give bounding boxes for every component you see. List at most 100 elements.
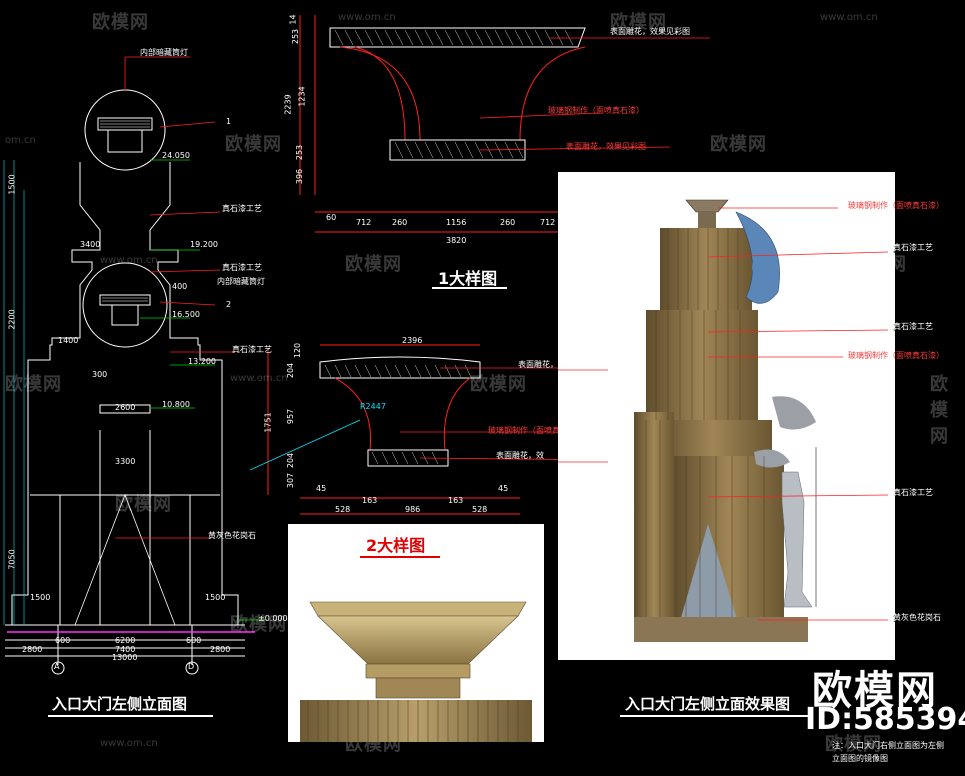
dim-6200: 6200 <box>115 636 136 645</box>
note-line-1: 注：入口大门右侧立面图为左侧 <box>832 741 944 750</box>
r-stone-1: 真石漆工艺 <box>893 245 933 254</box>
gate-render <box>558 199 889 642</box>
d2-h-163a: 163 <box>362 496 378 505</box>
dim-300: 300 <box>92 370 108 379</box>
d1-bottom-carve: 表面雕花，效果见彩图 <box>566 142 646 151</box>
detail1-lines <box>299 15 590 233</box>
detail-2-render-panel: 2大样图 <box>288 524 544 742</box>
capital-render <box>300 601 532 742</box>
d2-top-carve: 表面雕花， <box>518 360 558 369</box>
watermark-brand: 欧模网 <box>930 374 949 447</box>
d2-glass-steel: 玻璃钢制作（面喷真石漆） <box>488 426 584 435</box>
d2-v-204b: 204 <box>286 452 296 469</box>
dim-1500c: 1500 <box>7 174 17 195</box>
dim-7050: 7050 <box>7 549 17 570</box>
r-stone-3: 真石漆工艺 <box>893 488 933 497</box>
watermark-url: www.om.cn <box>100 255 158 266</box>
d1-h-1156: 1156 <box>446 218 467 227</box>
watermark-brand: 欧模网 <box>230 614 287 635</box>
d2-bottom-carve: 表面雕花，效 <box>496 451 544 460</box>
d2-v-307: 307 <box>286 472 296 489</box>
label-elevation-13: 13.200 <box>188 357 216 366</box>
dim-3400: 3400 <box>80 240 101 249</box>
title-detail-2: 2大样图 <box>366 536 426 555</box>
watermark-brand: 欧模网 <box>115 494 172 515</box>
left-guide-lines <box>140 159 265 621</box>
label-elevation-16: 16.500 <box>172 310 200 319</box>
d1-v-253b: 253 <box>295 144 305 161</box>
dim-3300: 3300 <box>115 457 136 466</box>
d1-h-3820: 3820 <box>446 236 467 245</box>
d2-h-528b: 528 <box>472 505 488 514</box>
dim-2600: 2600 <box>115 403 136 412</box>
watermark-url: www.om.cn <box>230 373 288 384</box>
dim-400: 400 <box>172 282 188 291</box>
title-underline <box>432 287 507 289</box>
left-dim-lines <box>3 160 25 625</box>
watermark-brand: 欧模网 <box>92 12 149 33</box>
d2-h-45a: 45 <box>316 484 327 493</box>
tag-1: 1 <box>226 117 232 126</box>
title-render: 入口大门左侧立面效果图 <box>625 695 791 713</box>
watermark-url: om.cn <box>5 135 36 146</box>
brand-id: ID:585394 <box>805 702 965 737</box>
label-inner-lamp-mid: 内部暗藏筒灯 <box>217 277 265 286</box>
watermark-brand: 欧模网 <box>610 12 667 33</box>
d2-h-163b: 163 <box>448 496 464 505</box>
d2-h-528a: 528 <box>335 505 351 514</box>
watermark-url: www.om.cn <box>100 738 158 749</box>
dim-600b: 600 <box>186 636 202 645</box>
watermark-brand: 欧模网 <box>345 254 402 275</box>
d1-h-60: 60 <box>326 213 337 222</box>
watermark-url: www.om.cn <box>820 12 878 23</box>
label-elevation-0: ±0.000 <box>258 614 288 623</box>
detail2-hatch <box>324 364 472 465</box>
dim-2200: 2200 <box>7 309 17 330</box>
d2-v-957: 957 <box>286 408 296 425</box>
hatch-left <box>100 120 150 302</box>
d2-r-2447: R2447 <box>360 402 386 411</box>
title-left-elevation: 入口大门左侧立面图 <box>52 695 188 713</box>
r-glass-steel-mid: 玻璃钢制作（面喷真石漆） <box>848 351 944 360</box>
detail2-leaders <box>249 367 611 471</box>
dim-1400: 1400 <box>58 336 79 345</box>
label-elevation-24: 24.050 <box>162 151 190 160</box>
d2-v-1751: 1751 <box>263 412 273 433</box>
detail1-hatch <box>334 29 574 159</box>
label-elevation-10: 10.800 <box>162 400 190 409</box>
d1-v-253a: 253 <box>291 28 301 45</box>
dim-600a: 600 <box>55 636 71 645</box>
r-label-stone-1: 真石漆工艺 <box>893 243 933 252</box>
d2-v-120: 120 <box>293 342 303 359</box>
dim-2800b: 2800 <box>210 645 231 654</box>
dim-2800a: 2800 <box>22 645 43 654</box>
d1-v-1234: 1234 <box>297 86 307 107</box>
watermark-url: www.om.cn <box>338 12 396 23</box>
d1-h-260b: 260 <box>500 218 516 227</box>
detail1-leaders <box>479 37 710 151</box>
r-glass-steel-top: 玻璃钢制作（面喷真石漆） <box>848 201 944 210</box>
d1-h-260a: 260 <box>392 218 408 227</box>
brand-name: 欧模网 <box>812 668 938 714</box>
render-panel: 玻璃钢制作（面喷真石漆） 真石漆工艺 真石漆工艺 玻璃钢制作（面喷真石漆） 真石… <box>558 172 944 660</box>
r-label-stone-2: 真石漆工艺 <box>893 322 933 331</box>
d1-h-712b: 712 <box>540 218 556 227</box>
label-inner-lamp-top: 内部暗藏筒灯 <box>140 48 188 57</box>
axis-d: D <box>188 662 195 671</box>
d1-v-14: 14 <box>288 14 298 25</box>
title-underline <box>620 715 810 717</box>
title-underline <box>360 556 440 558</box>
detail2-lines <box>267 344 520 515</box>
label-elevation-19: 19.200 <box>190 240 218 249</box>
title-detail-1: 1大样图 <box>438 269 498 288</box>
dim-1500b: 1500 <box>205 593 226 602</box>
tag-2: 2 <box>226 300 232 309</box>
label-stone-paint-3: 真石漆工艺 <box>232 345 272 354</box>
d2-h-45b: 45 <box>498 484 509 493</box>
label-granite: 黄灰色花岗石 <box>208 531 256 540</box>
label-stone-paint-1: 真石漆工艺 <box>222 204 262 213</box>
d1-glass-steel: 玻璃钢制作（面喷真石漆） <box>548 106 644 115</box>
d1-h-712a: 712 <box>356 218 372 227</box>
note-line-2: 立面图的镜像图 <box>832 754 888 763</box>
